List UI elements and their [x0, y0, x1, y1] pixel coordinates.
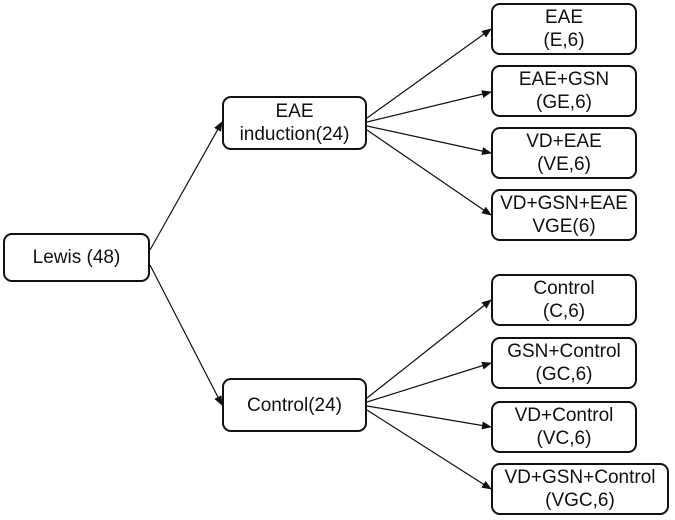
branch-node-control: Control(24) [222, 378, 367, 432]
branch-label-line2: induction(24) [239, 124, 350, 145]
leaf-label-line2: (VGC,6) [545, 490, 615, 511]
leaf-label-line1: GSN+Control [507, 341, 621, 362]
leaf-node-gc: GSN+Control (GC,6) [491, 337, 637, 389]
arrow-eae-to-e [366, 28, 492, 119]
leaf-label-line2: (E,6) [543, 30, 585, 51]
branch-label-line1: EAE [275, 101, 314, 122]
leaf-label-line1: VD+EAE [526, 131, 602, 152]
arrow-control-to-gc [366, 361, 492, 403]
leaf-label-line2: (C,6) [542, 301, 586, 322]
arrow-control-to-vgc [366, 409, 492, 490]
leaf-node-vc: VD+Control (VC,6) [491, 401, 637, 453]
leaf-label-line2: (VE,6) [537, 154, 591, 175]
leaf-label-line1: VD+GSN+EAE [500, 193, 628, 214]
leaf-node-ge: EAE+GSN (GE,6) [491, 65, 637, 117]
leaf-node-ve: VD+EAE (VE,6) [491, 127, 637, 179]
leaf-label-line1: VD+GSN+Control [504, 467, 656, 488]
leaf-label-line1: EAE+GSN [518, 69, 610, 90]
leaf-label-line2: VGE(6) [532, 216, 596, 237]
leaf-label-line1: Control [533, 278, 595, 299]
root-label: Lewis (48) [32, 247, 121, 268]
leaf-label-line2: (VC,6) [536, 428, 592, 449]
leaf-node-c: Control (C,6) [491, 274, 637, 326]
arrow-control-to-vc [366, 405, 492, 430]
leaf-node-vge: VD+GSN+EAE VGE(6) [491, 189, 637, 241]
arrow-root-to-eae [149, 121, 223, 251]
leaf-node-e: EAE (E,6) [491, 3, 637, 55]
arrow-eae-to-ve [366, 125, 492, 155]
arrow-control-to-c [366, 299, 492, 399]
arrow-eae-to-ge [366, 90, 492, 123]
leaf-label-line1: EAE [544, 7, 584, 28]
arrow-eae-to-vge [366, 129, 492, 216]
leaf-label-line1: VD+Control [514, 405, 614, 426]
leaf-label-line2: (GC,6) [535, 364, 593, 385]
root-node-lewis: Lewis (48) [3, 233, 150, 282]
branch-node-eae-induction: EAE induction(24) [222, 96, 367, 150]
leaf-label-line2: (GE,6) [536, 92, 592, 113]
arrow-root-to-control [149, 264, 223, 406]
leaf-node-vgc: VD+GSN+Control (VGC,6) [491, 463, 669, 515]
branch-label-line1: Control(24) [246, 394, 343, 416]
